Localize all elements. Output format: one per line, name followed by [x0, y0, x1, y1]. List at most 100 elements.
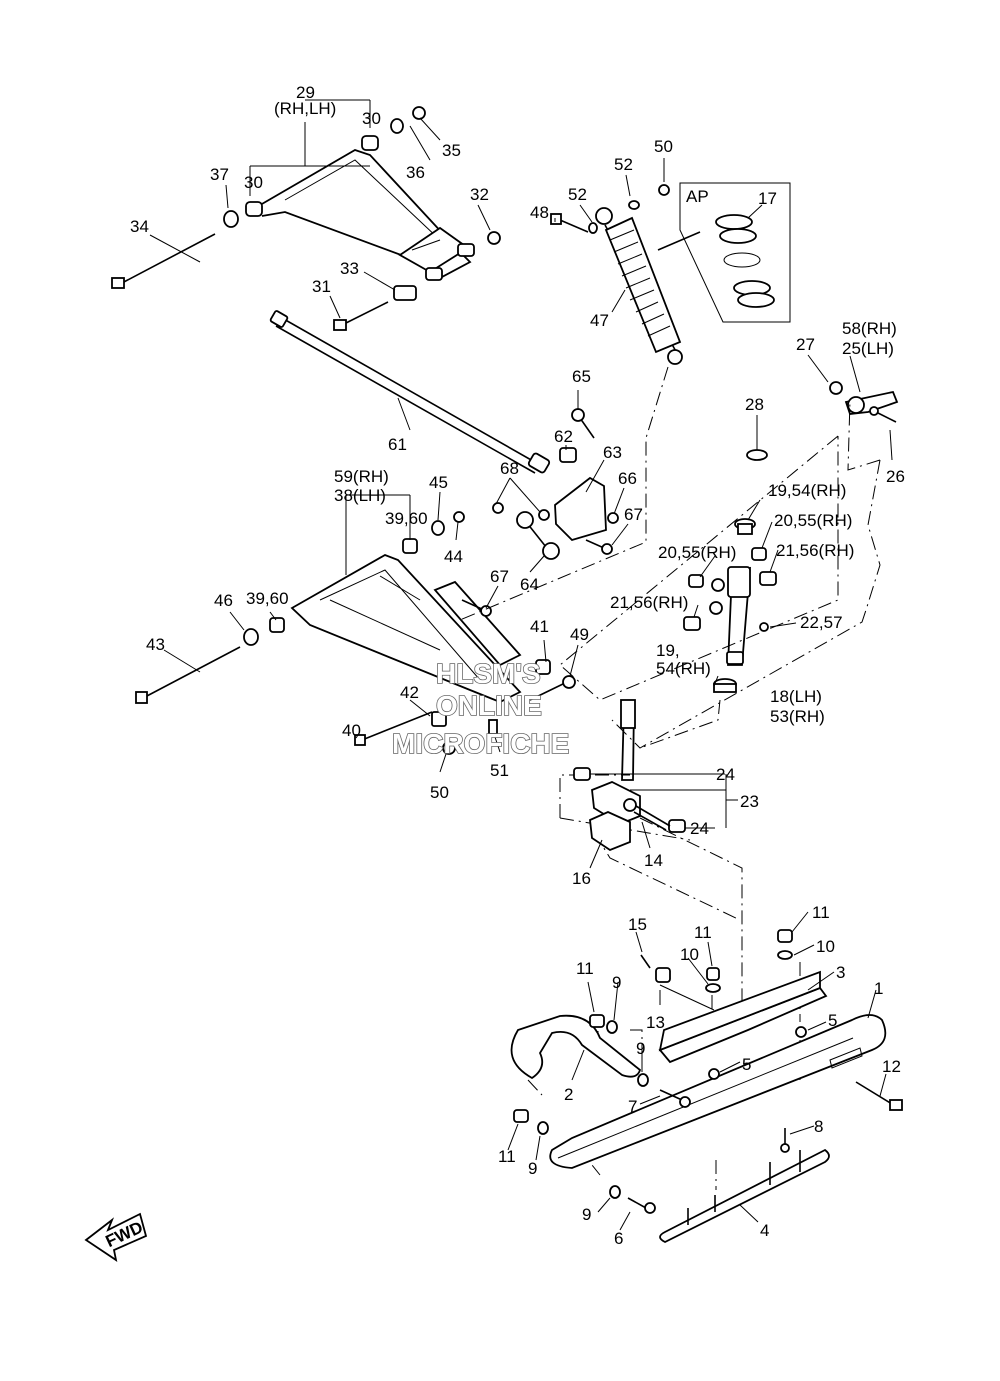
callout-21-56-lower: 21,56(RH) [610, 593, 688, 612]
bolt-40 [354, 711, 433, 746]
callout-37: 37 [210, 165, 229, 184]
callout-12: 12 [882, 1057, 901, 1076]
callout-20-55-lower: 20,55(RH) [658, 543, 736, 562]
callout-5-right: 5 [828, 1011, 837, 1030]
callout-7: 7 [628, 1097, 637, 1116]
link-64 [516, 511, 560, 560]
nut-50-upper [658, 184, 670, 196]
bolt-65 [571, 408, 595, 439]
nut-66 [607, 512, 619, 524]
handle-2 [510, 1014, 642, 1080]
callout-62: 62 [554, 427, 573, 446]
callout-9-bottom: 9 [528, 1159, 537, 1178]
washer-37 [223, 210, 239, 228]
callout-40: 40 [342, 721, 361, 740]
watermark-line3: MICROFICHE [392, 728, 569, 759]
callout-2: 2 [564, 1085, 573, 1104]
callout-ap: AP [686, 187, 709, 206]
callout-64: 64 [520, 575, 539, 594]
nut-35 [412, 106, 426, 120]
washer-9-set [537, 1020, 649, 1199]
cap-28 [746, 449, 768, 461]
callout-66: 66 [618, 469, 637, 488]
callout-11-bottom: 11 [498, 1147, 516, 1166]
callout-44: 44 [444, 547, 463, 566]
callout-4: 4 [760, 1221, 769, 1240]
callout-13: 13 [646, 1013, 665, 1032]
callout-labels: 29 (RH,LH) 30 30 35 36 37 34 32 33 31 50… [130, 83, 905, 1248]
callout-19: 19, [656, 641, 680, 660]
bushing-19-54-upper [734, 518, 756, 535]
callout-29: 29 [296, 83, 315, 102]
callout-65: 65 [572, 367, 591, 386]
callout-68: 68 [500, 459, 519, 478]
callout-38: 38(LH) [334, 486, 386, 505]
callout-42: 42 [400, 683, 419, 702]
callout-10-top: 10 [816, 937, 835, 956]
nut-50-lower [442, 741, 456, 755]
bushing-21-56 [683, 571, 777, 631]
bolt-48 [550, 213, 589, 233]
callout-67-bracket: 67 [624, 505, 643, 524]
callout-47: 47 [590, 311, 609, 330]
callout-41: 41 [530, 617, 549, 636]
callout-36: 36 [406, 163, 425, 182]
washer-46 [243, 628, 259, 646]
bushing-39-60-upper [402, 538, 418, 554]
callout-29-sub: (RH,LH) [274, 99, 336, 118]
callout-33: 33 [340, 259, 359, 278]
ski-saddle-3 [658, 970, 828, 1064]
callout-31: 31 [312, 277, 331, 296]
ski-1 [549, 1014, 887, 1169]
callout-49: 49 [570, 625, 589, 644]
callout-39-60-lower: 39,60 [246, 589, 289, 608]
nut-27 [829, 381, 843, 395]
grease-fitting-22-57 [759, 622, 769, 632]
callout-9-top: 9 [612, 973, 621, 992]
callout-9-lower: 9 [582, 1205, 591, 1224]
nut-44 [453, 511, 465, 523]
callout-51: 51 [490, 761, 509, 780]
bushing-62 [559, 447, 577, 463]
bushing-30-lower [245, 201, 263, 217]
callout-53: 53(RH) [770, 707, 825, 726]
bolt-6 [627, 1197, 656, 1214]
lower-a-arm [290, 554, 522, 703]
watermark-line2: ONLINE [436, 690, 542, 721]
callout-48: 48 [530, 203, 549, 222]
washer-36 [390, 118, 404, 134]
bushing-39-60-lower [269, 617, 285, 633]
callout-46: 46 [214, 591, 233, 610]
callout-50-lower: 50 [430, 783, 449, 802]
callout-24-upper: 24 [716, 765, 735, 784]
bushing-13 [655, 967, 671, 983]
collar-33 [393, 285, 417, 301]
callout-30-lower: 30 [244, 173, 263, 192]
bolt-31 [333, 301, 389, 331]
bolt-67-bracket [585, 539, 613, 555]
callout-10-mid: 10 [680, 945, 699, 964]
callout-9-mid: 9 [636, 1039, 645, 1058]
bolt-7 [659, 1089, 691, 1108]
pin-15 [640, 954, 651, 969]
callout-61: 61 [388, 435, 407, 454]
nut-11-set [513, 929, 793, 1123]
part-41 [535, 659, 551, 675]
bushing-30-upper [361, 135, 379, 151]
stud-8 [780, 1128, 790, 1153]
callout-45: 45 [429, 473, 448, 492]
callout-34: 34 [130, 217, 149, 236]
callout-16: 16 [572, 869, 591, 888]
bolt-12 [855, 1081, 903, 1111]
callout-52-lower: 52 [568, 185, 587, 204]
callout-59: 59(RH) [334, 467, 389, 486]
screw-5 [708, 1026, 807, 1080]
shaft-14 [633, 805, 671, 831]
callout-5-left: 5 [742, 1055, 751, 1074]
callout-58: 58(RH) [842, 319, 897, 338]
callout-23: 23 [740, 792, 759, 811]
fwd-arrow-icon: FWD [84, 1212, 148, 1262]
collar-42 [431, 711, 447, 727]
callout-63: 63 [603, 443, 622, 462]
